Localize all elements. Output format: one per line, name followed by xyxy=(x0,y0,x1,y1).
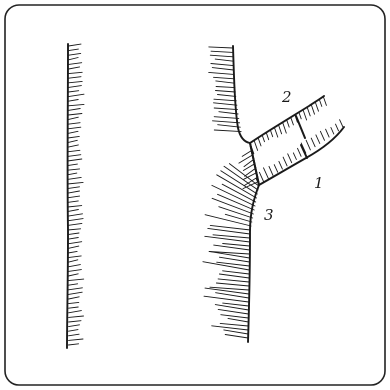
figure-frame xyxy=(5,5,385,385)
label-2: 2 xyxy=(281,88,292,106)
label-1: 1 xyxy=(314,174,324,192)
label-3: 3 xyxy=(264,206,274,224)
straight-trunk-edge xyxy=(67,44,68,348)
